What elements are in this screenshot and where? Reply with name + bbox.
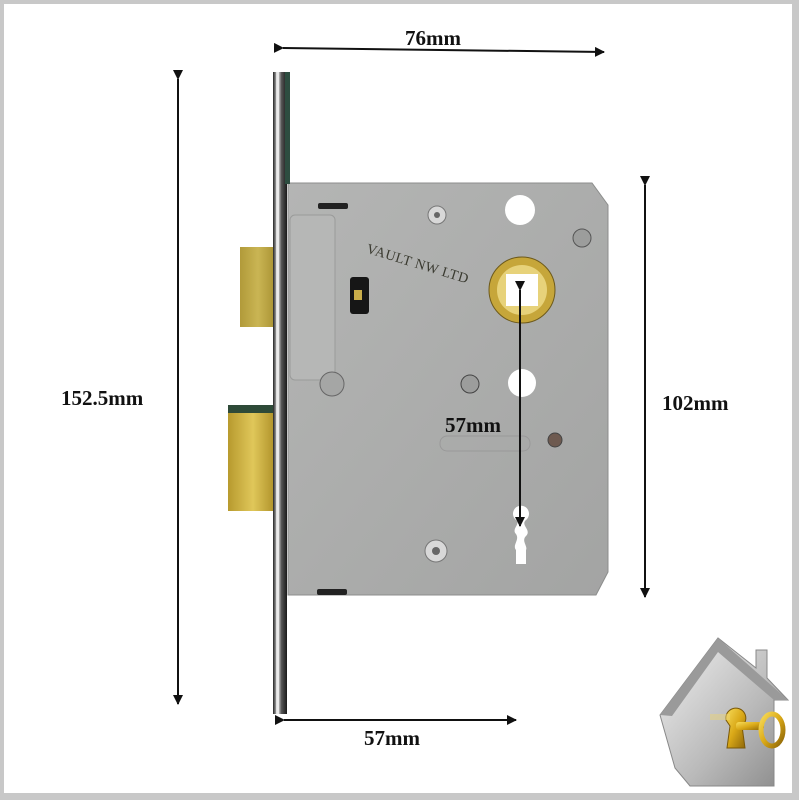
- faceplate: [273, 72, 290, 714]
- label-faceplate-width: 76mm: [405, 26, 461, 50]
- arrow-76mm: [273, 42, 605, 57]
- screw-bottom: [424, 539, 448, 563]
- label-case-height: 102mm: [662, 391, 729, 415]
- house-with-key-icon: [659, 637, 790, 787]
- bottom-slot: [317, 589, 347, 595]
- latch-bolt: [240, 247, 276, 327]
- label-backset: 57mm: [364, 726, 420, 750]
- screw-top: [427, 205, 447, 225]
- label-centres: 57mm: [445, 413, 501, 437]
- follower-hub: [488, 256, 556, 324]
- top-slot: [318, 203, 348, 209]
- label-faceplate-height: 152.5mm: [61, 386, 144, 410]
- dead-bolt: [228, 405, 278, 511]
